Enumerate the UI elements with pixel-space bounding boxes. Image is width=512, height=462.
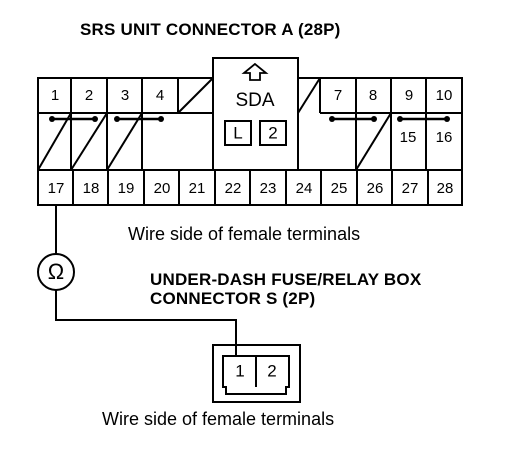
- terminal-20: 20: [154, 180, 171, 197]
- connector-s-outline: [212, 344, 301, 403]
- terminal-25: 25: [331, 180, 348, 197]
- terminal-23: 23: [260, 180, 277, 197]
- ohmmeter-circle: [37, 253, 75, 291]
- terminal-19: 19: [118, 180, 135, 197]
- terminal-4: 4: [156, 87, 164, 104]
- connector-s-terminal-2: 2: [267, 361, 276, 380]
- sda-label: SDA: [235, 90, 274, 111]
- srs-connector-title: SRS UNIT CONNECTOR A (28P): [80, 20, 341, 39]
- connector-s-terminal-1: 1: [235, 361, 244, 380]
- center-box-l: [224, 120, 252, 146]
- terminal-26: 26: [367, 180, 384, 197]
- fuse-box-title-line2: CONNECTOR S (2P): [150, 289, 316, 308]
- terminal-24: 24: [296, 180, 313, 197]
- up-arrow-icon: [241, 62, 269, 81]
- terminal-3: 3: [121, 87, 129, 104]
- terminal-17: 17: [48, 180, 65, 197]
- ohm-symbol: Ω: [48, 259, 64, 284]
- terminal-2: 2: [85, 87, 93, 104]
- terminal-1: 1: [51, 87, 59, 104]
- terminal-10: 10: [436, 87, 453, 104]
- terminal-18: 18: [83, 180, 100, 197]
- center-box-2-label: 2: [268, 123, 277, 142]
- terminal-8: 8: [369, 87, 377, 104]
- terminal-16: 16: [436, 129, 453, 146]
- terminal-22: 22: [225, 180, 242, 197]
- top-caption: Wire side of female terminals: [128, 224, 361, 244]
- terminal-15: 15: [400, 129, 417, 146]
- terminal-7: 7: [334, 87, 342, 104]
- wire-meter-to-connector-s: [55, 290, 237, 356]
- connector-s-inner: [222, 355, 290, 395]
- terminal-21: 21: [189, 180, 206, 197]
- fuse-box-title-line1: UNDER-DASH FUSE/RELAY BOX: [150, 270, 422, 289]
- center-box-l-label: L: [233, 123, 242, 142]
- terminal-28: 28: [437, 180, 454, 197]
- center-box-2: [259, 120, 287, 146]
- terminal-9: 9: [405, 87, 413, 104]
- terminal-27: 27: [402, 180, 419, 197]
- bottom-caption: Wire side of female terminals: [102, 409, 335, 429]
